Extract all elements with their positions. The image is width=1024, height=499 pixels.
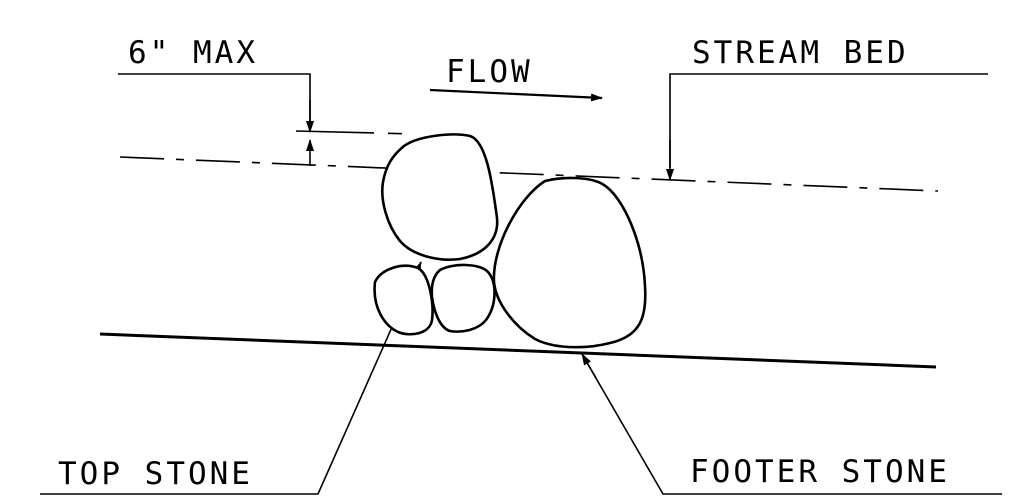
- flow-label: FLOW: [446, 54, 533, 90]
- top-stone-leader: [40, 263, 421, 495]
- top-stone-elevation-line: [295, 130, 416, 135]
- large-footer-stone: [492, 176, 647, 349]
- max-depth-label: 6" MAX: [128, 35, 258, 71]
- footer-stone-arrow: [581, 353, 597, 379]
- stream-bed-label: STREAM BED: [692, 35, 909, 71]
- footer-base-line: [99, 332, 937, 369]
- footer-stone-leader: [581, 353, 1002, 495]
- small-stone-left: [373, 264, 434, 336]
- flow-arrow: [429, 88, 603, 102]
- small-stone-right: [430, 263, 496, 333]
- stream-bed-leader: [669, 73, 988, 168]
- max-depth-leader: [118, 73, 311, 128]
- top-stone-label: TOP STONE: [58, 456, 253, 492]
- stream-bed-centerline: [119, 156, 939, 192]
- footer-stone-label: FOOTER STONE: [690, 454, 950, 490]
- top-stone: [381, 133, 499, 261]
